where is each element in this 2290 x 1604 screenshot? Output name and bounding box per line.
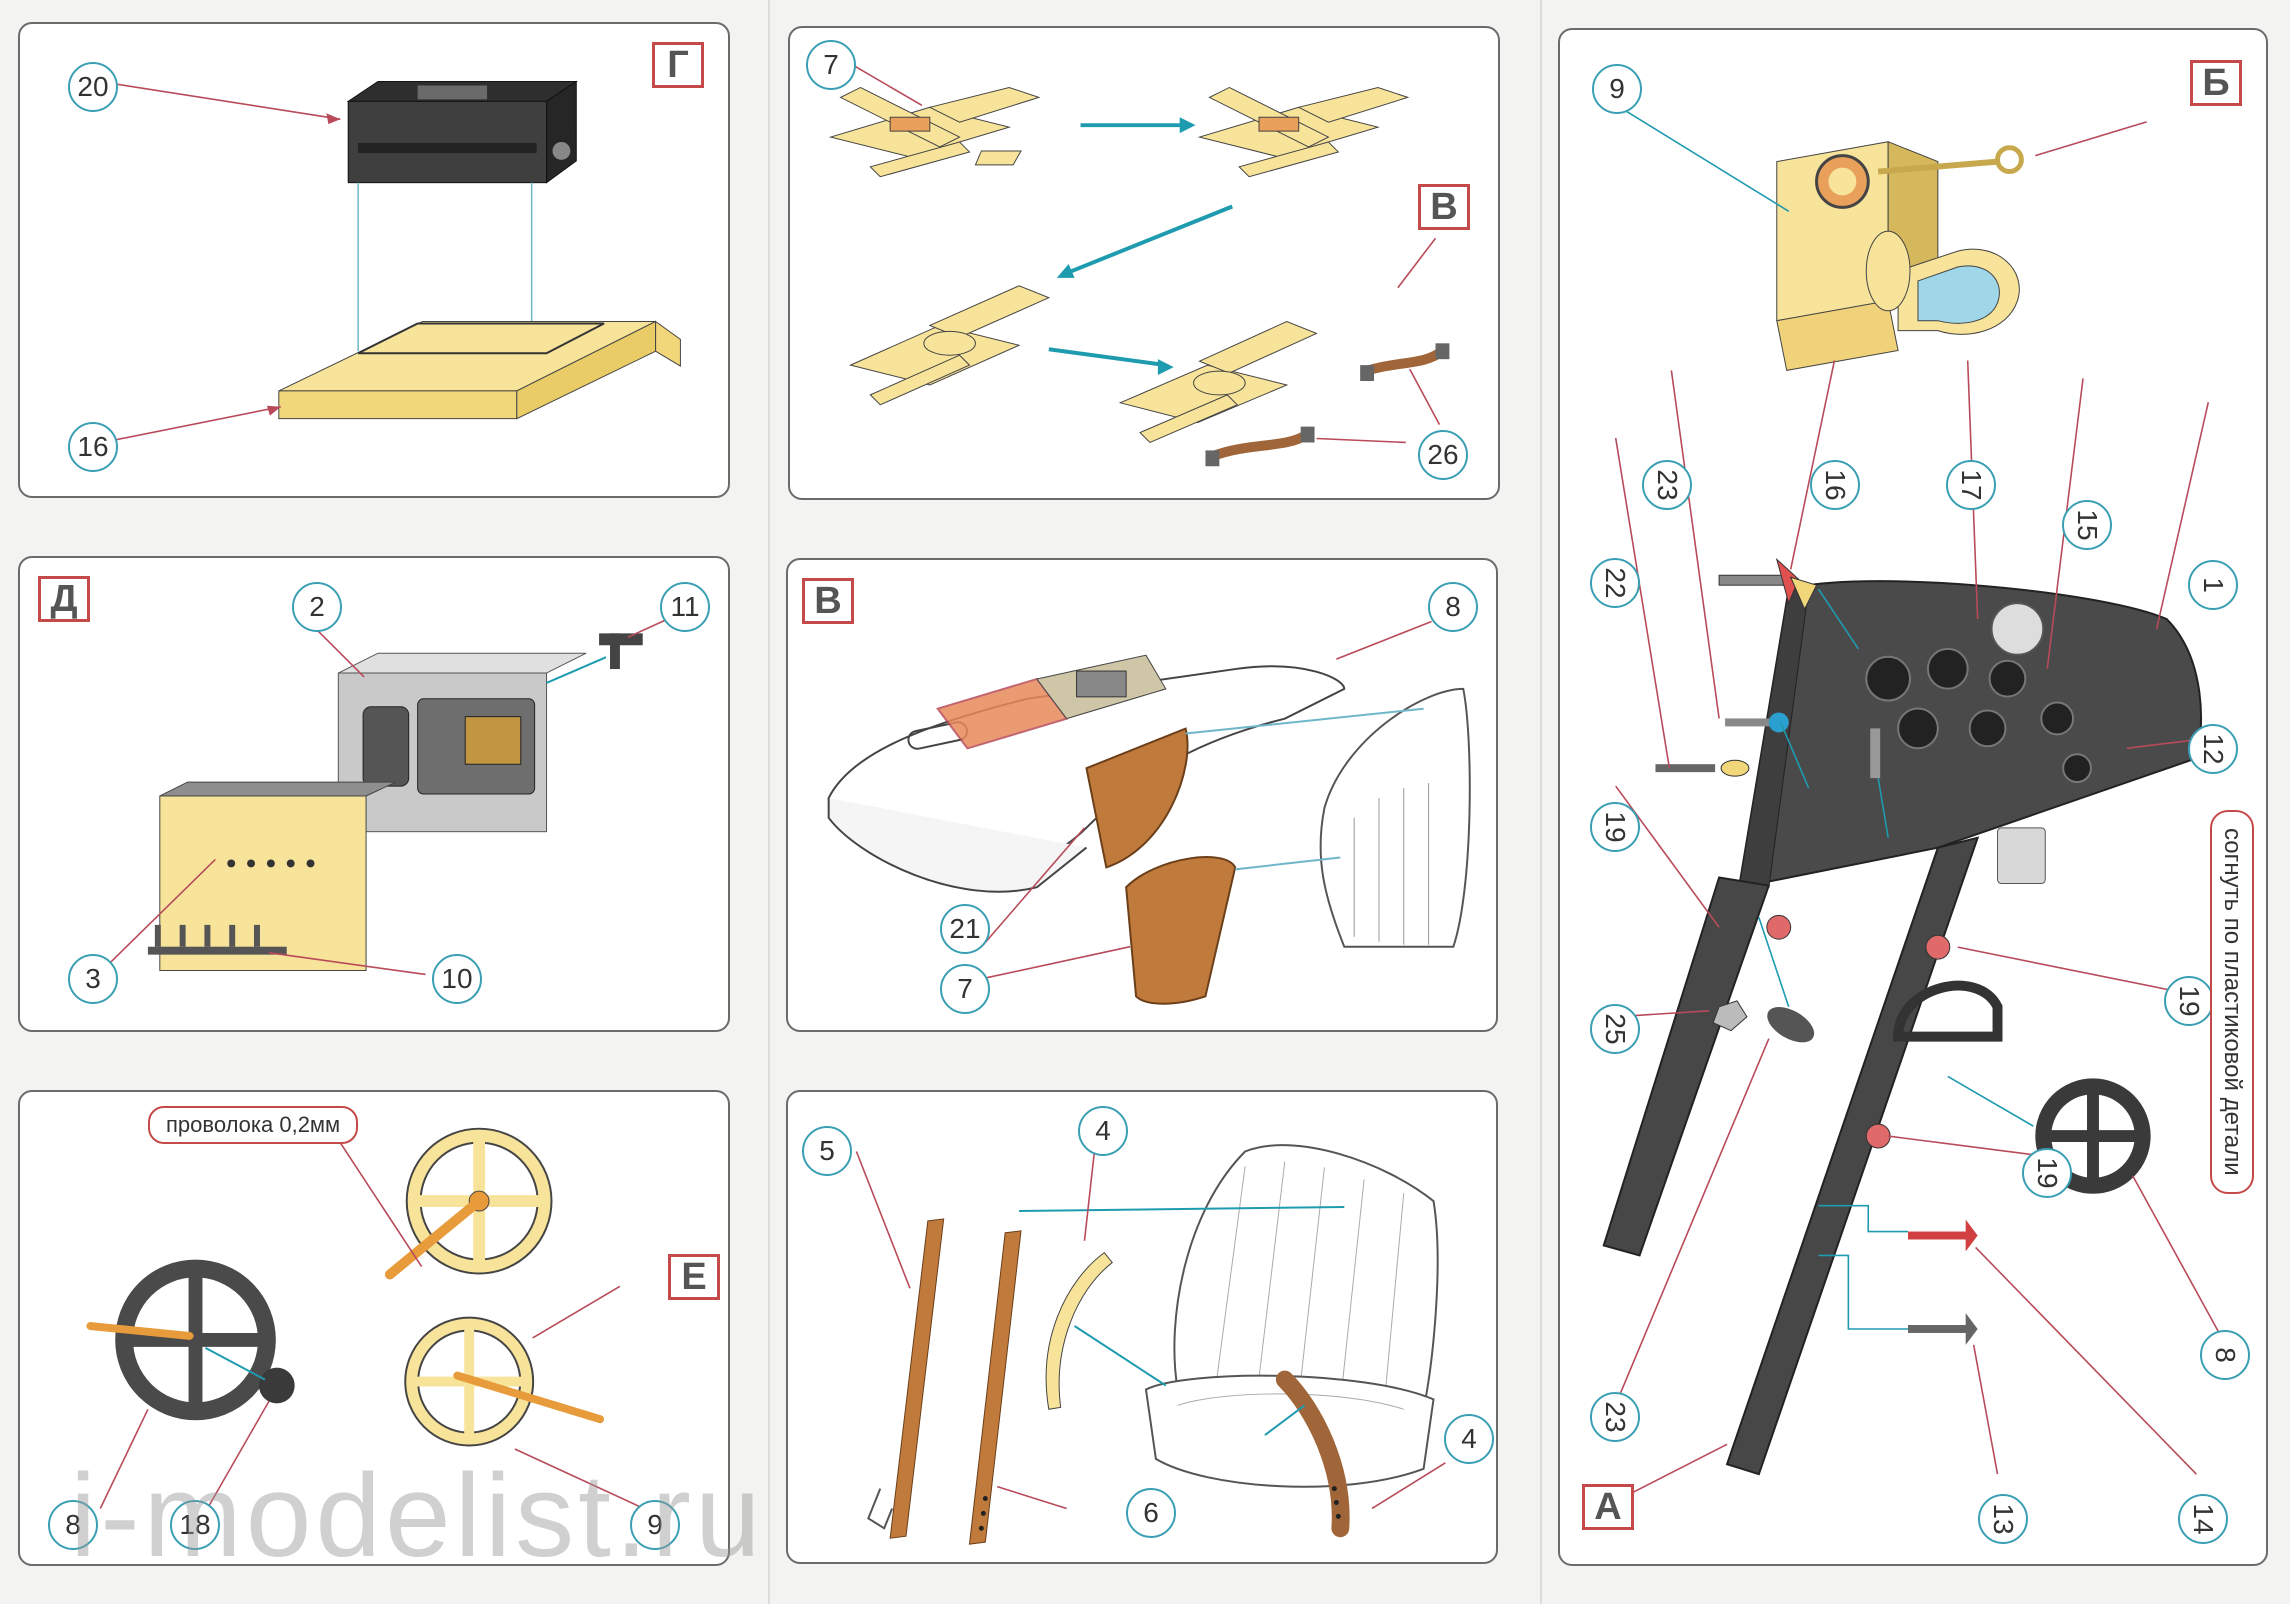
part-number-26: 26 [1418,430,1468,480]
seat-frame-step-1 [828,86,1041,178]
section-label-v-top: В [1418,184,1470,230]
part-6-strap [968,1230,1022,1545]
part-26-straps [1205,343,1450,467]
watermark: i-modelist.ru [70,1450,765,1582]
part-number-19: 19 [1590,802,1640,852]
part-16-plate [278,320,681,420]
part-number-22: 22 [1590,558,1640,608]
fold-line [768,0,770,1604]
part-10-comb [147,924,287,955]
part-number-4: 4 [1444,1414,1494,1464]
seat-frame-step-3 [848,285,1051,406]
part-number-23: 23 [1590,1392,1640,1442]
panel-d: Д 2 11 3 10 [18,556,730,1032]
fold-instruction-note: согнуть по пластиковой детали [2210,810,2254,1194]
fold-line [1540,0,1542,1604]
panel-e-illustration [86,1127,645,1510]
part-13-pin [1908,1313,1978,1345]
part-9-bracket [1776,140,2024,371]
part-number-21: 21 [940,904,990,954]
part-number-2: 2 [292,582,342,632]
part-14-pin [1908,1219,1978,1252]
panel-g: Г 20 16 [18,22,730,498]
wheel-dark [115,1259,276,1421]
part-number-19: 19 [2022,1148,2072,1198]
fuselage-section [827,654,1346,893]
panel-g-illustration [112,80,681,442]
part-number-17: 17 [1946,460,1996,510]
seat-frame-step-2 [1197,86,1410,178]
part-number-15: 15 [2062,500,2112,550]
part-number-13: 13 [1978,1494,2028,1544]
panel-v-top-illustration [828,63,1450,467]
part-number-20: 20 [68,62,118,112]
part-number-7: 7 [940,964,990,1014]
part-12-knob [1870,728,1881,779]
part-number-12: 12 [2188,724,2238,774]
part-number-4: 4 [1078,1106,1128,1156]
part-number-8: 8 [1428,582,1478,632]
part-number-8: 8 [2200,1330,2250,1380]
section-label-d: Д [38,576,90,622]
part-23-knob [1725,712,1789,733]
part-number-9: 9 [630,1500,680,1550]
part-3-plate [159,781,397,971]
part-number-6: 6 [1126,1488,1176,1538]
part-number-10: 10 [432,954,482,1004]
part-number-1: 1 [2188,560,2238,610]
part-18-nut [258,1367,295,1404]
part-number-9: 9 [1592,64,1642,114]
part-number-11: 11 [660,582,710,632]
section-label-b: Б [2190,60,2242,106]
part-7-cushion [1319,687,1471,948]
pointer-16 [112,405,281,442]
part-8-wheel [2035,1078,2151,1194]
part-number-5: 5 [802,1126,852,1176]
part-number-7: 7 [806,40,856,90]
part-number-18: 18 [170,1500,220,1550]
section-label-v-mid: В [802,578,854,624]
part-4-yellow-arc [1045,1251,1113,1410]
instrument-panel [1602,580,2202,1476]
section-label-g: Г [652,42,704,88]
panel-cockpit-illustration [1602,105,2221,1495]
seat [1144,1144,1439,1488]
panel-v-top: 7 В 26 [788,26,1500,500]
panel-seat: 5 4 6 4 [786,1090,1498,1564]
pointer-20 [112,82,341,120]
part-number-8: 8 [48,1500,98,1550]
section-label-e: Е [668,1254,720,1300]
panel-v-mid: В 8 21 7 [786,558,1498,1032]
part-number-16: 16 [68,422,118,472]
part-number-14: 14 [2178,1494,2228,1544]
part-25-knob [1767,1007,1815,1043]
part-16-lever [1718,557,1818,611]
part-number-25: 25 [1590,1004,1640,1054]
part-20-box [346,80,578,184]
wire-note: проволока 0,2мм [148,1106,359,1144]
part-number-3: 3 [68,954,118,1004]
part-2-panel [337,652,587,833]
panel-cockpit: 9 Б 23 16 17 15 1 22 12 19 19 25 19 23 8… [1558,28,2268,1566]
seat-frame-step-4 [1118,320,1318,444]
part-5-strap [867,1218,945,1539]
panel-v-mid-illustration [827,620,1471,1005]
panel-seat-illustration [855,1144,1446,1545]
part-4-strap [1275,1370,1350,1538]
panel-e: проволока 0,2мм Е 8 18 9 [18,1090,730,1566]
part-21-seat-back-wood [1085,727,1237,1005]
part-22-lever [1655,759,1750,777]
part-number-23: 23 [1642,460,1692,510]
panel-d-illustration [107,614,676,976]
part-number-19: 19 [2164,976,2214,1026]
section-label-a: А [1582,1484,1634,1530]
part-11-handle [599,633,643,670]
part-number-16: 16 [1810,460,1860,510]
